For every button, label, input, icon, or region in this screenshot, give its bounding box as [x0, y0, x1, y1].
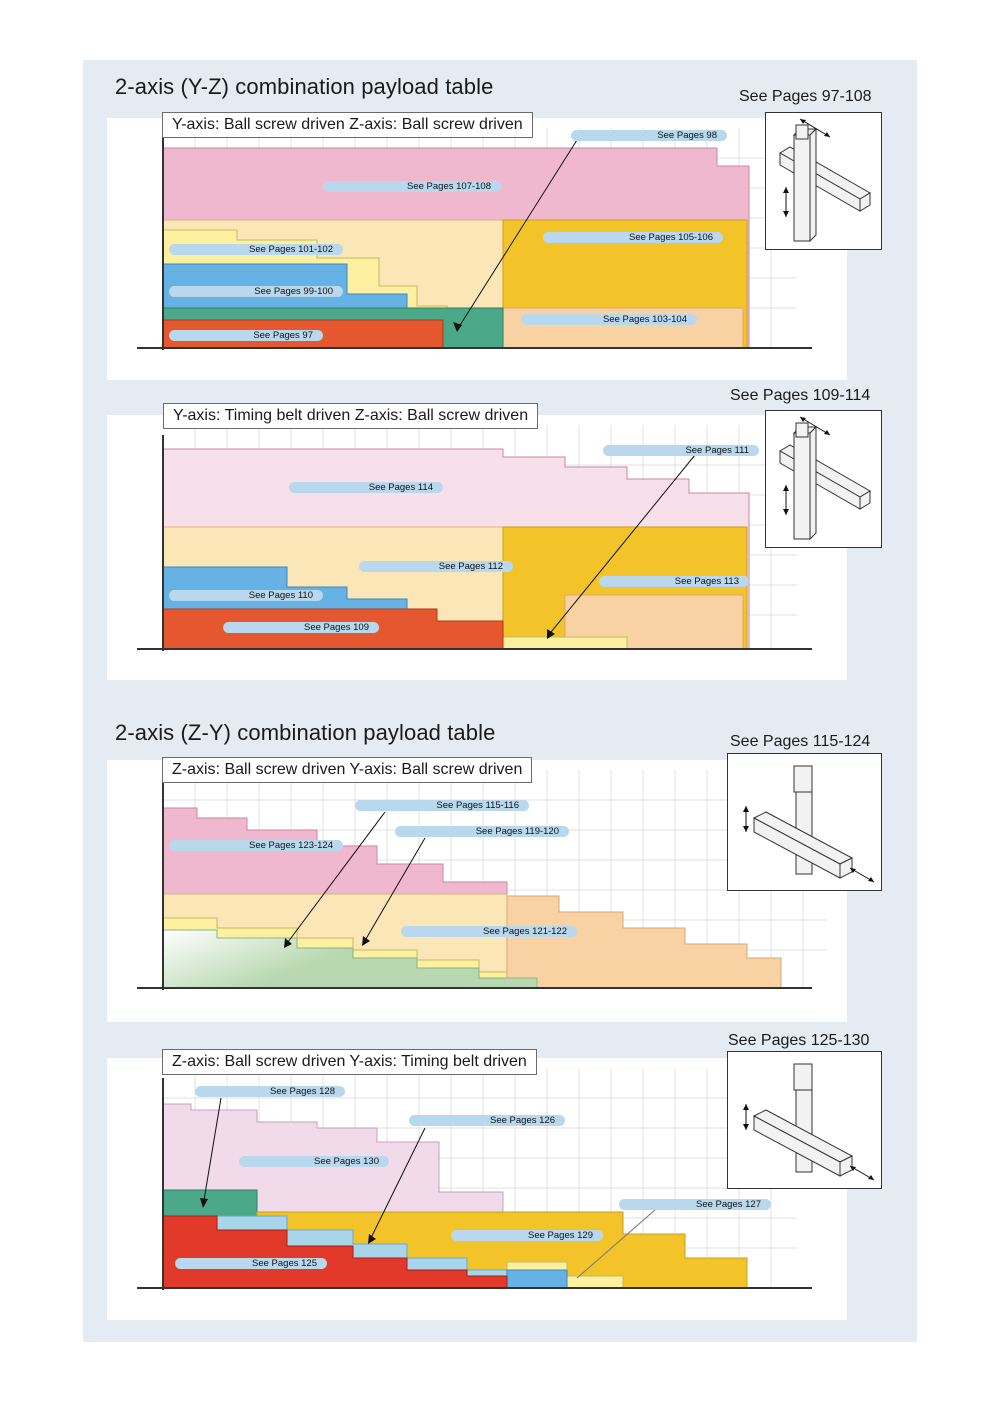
ref-label-p127: See Pages 127 — [619, 1199, 771, 1210]
table-1-subtitle: Y-axis: Ball screw driven Z-axis: Ball s… — [162, 112, 533, 138]
ref-label-p105-106: See Pages 105-106 — [543, 232, 723, 243]
axis-diagram-4 — [727, 1051, 882, 1189]
payload-table-1: See Pages 98 See Pages 107-108 See Pages… — [107, 118, 847, 380]
ref-label-p110: See Pages 110 — [169, 590, 323, 601]
ref-label-p115-116: See Pages 115-116 — [355, 800, 529, 811]
ref-label-p112: See Pages 112 — [359, 561, 513, 572]
table-4-subtitle: Z-axis: Ball screw driven Y-axis: Timing… — [162, 1049, 537, 1075]
ref-label-p121-122: See Pages 121-122 — [401, 926, 577, 937]
ref-label-p125: See Pages 125 — [175, 1258, 327, 1269]
table-3-page-range: See Pages 115-124 — [730, 733, 871, 750]
axis-diagram-3 — [727, 753, 882, 891]
table-2-subtitle: Y-axis: Timing belt driven Z-axis: Ball … — [163, 403, 539, 429]
ref-label-p123-124: See Pages 123-124 — [169, 840, 343, 851]
ref-label-p129: See Pages 129 — [451, 1230, 603, 1241]
payload-table-3: See Pages 115-116 See Pages 119-120 See … — [107, 760, 847, 1022]
section-title-zy: 2-axis (Z-Y) combination payload table — [115, 720, 496, 745]
table-3-subtitle: Z-axis: Ball screw driven Y-axis: Ball s… — [162, 757, 533, 783]
axis-diagram-2 — [765, 410, 882, 548]
ref-label-p101-102: See Pages 101-102 — [169, 244, 343, 255]
table-1-page-range: See Pages 97-108 — [739, 88, 872, 105]
ref-label-p113: See Pages 113 — [599, 576, 749, 587]
yz-axis-icon — [779, 416, 871, 541]
table-2-page-range: See Pages 109-114 — [730, 387, 871, 404]
axis-diagram-1 — [765, 112, 882, 250]
ref-label-p119-120: See Pages 119-120 — [395, 826, 569, 837]
ref-label-p107-108: See Pages 107-108 — [323, 181, 501, 192]
zy-axis-icon — [743, 1063, 875, 1181]
ref-label-p126: See Pages 126 — [409, 1115, 565, 1126]
ref-label-p114: See Pages 114 — [289, 482, 443, 493]
yz-axis-icon — [779, 118, 871, 243]
ref-label-p98: See Pages 98 — [571, 130, 727, 141]
payload-table-4: See Pages 128 See Pages 126 See Pages 13… — [107, 1058, 847, 1320]
ref-label-p128: See Pages 128 — [195, 1086, 345, 1097]
ref-label-p130: See Pages 130 — [239, 1156, 389, 1167]
zy-axis-icon — [743, 765, 875, 883]
ref-label-p111: See Pages 111 — [603, 445, 759, 456]
ref-label-p109: See Pages 109 — [223, 622, 379, 633]
ref-label-p97: See Pages 97 — [169, 330, 323, 341]
table-4-page-range: See Pages 125-130 — [728, 1032, 870, 1049]
ref-label-p103-104: See Pages 103-104 — [521, 314, 697, 325]
ref-label-p99-100: See Pages 99-100 — [169, 286, 343, 297]
payload-table-2: See Pages 111 See Pages 114 See Pages 11… — [107, 415, 847, 680]
section-title-yz: 2-axis (Y-Z) combination payload table — [115, 74, 494, 99]
